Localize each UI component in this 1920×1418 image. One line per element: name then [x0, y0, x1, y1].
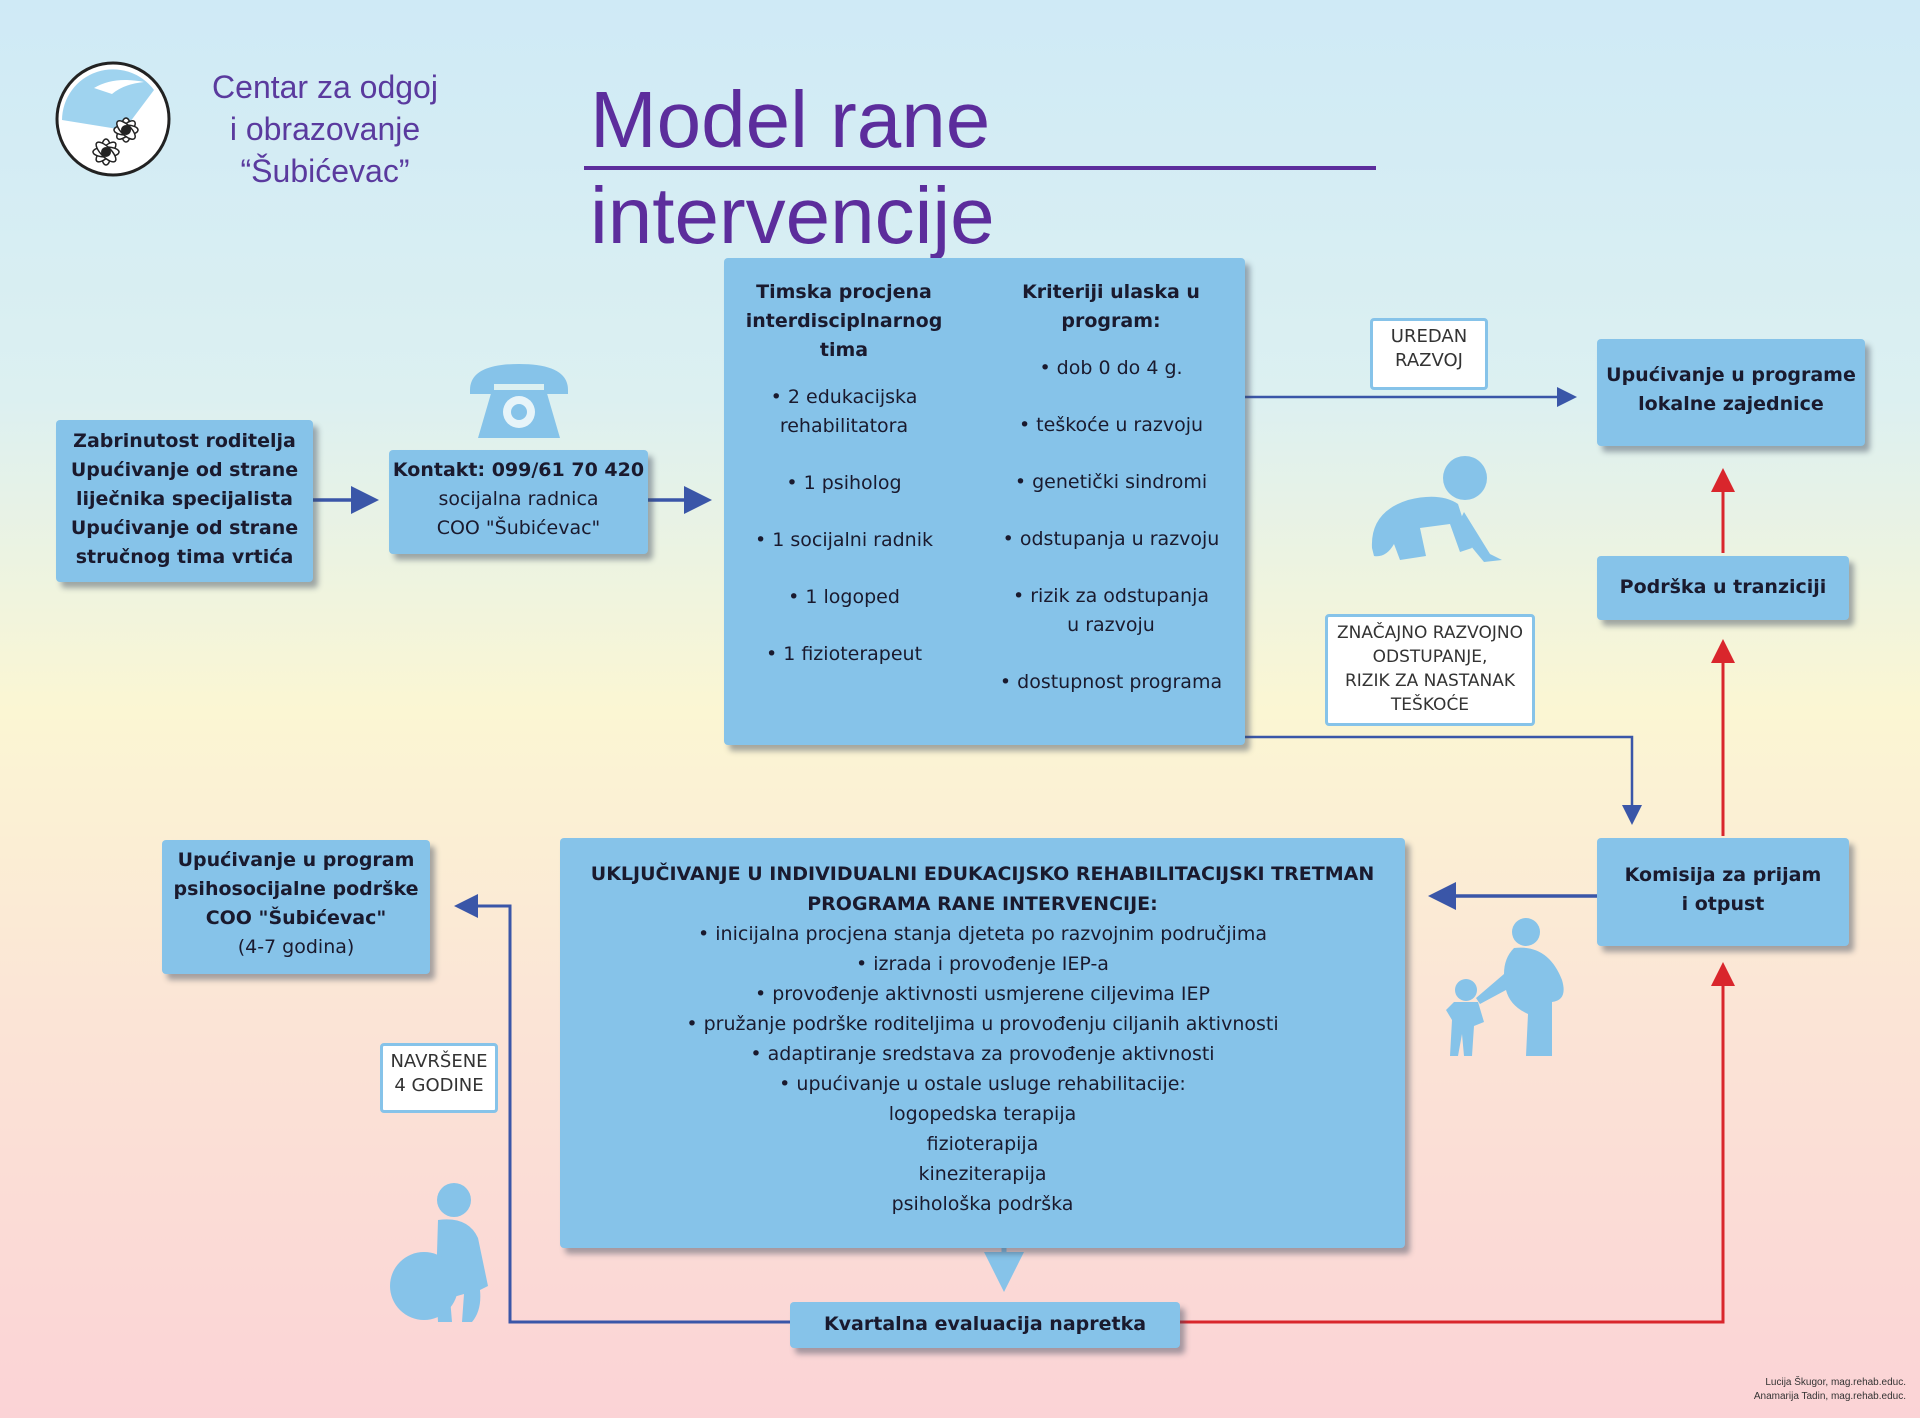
referral-line: Upućivanje od strane [70, 459, 299, 481]
treatment-item: psihološka podrška [891, 1193, 1074, 1215]
treatment-item: • izrada i provođenje IEP-a [856, 953, 1109, 975]
org-line-3: “Šubićevac” [240, 153, 410, 189]
credit-line: Anamarija Tadin, mag.rehab.educ. [1753, 1391, 1906, 1402]
evaluation-box: Kvartalna evaluacija napretka [790, 1302, 1180, 1348]
contact-org: COO "Šubićevac" [436, 517, 601, 539]
logo [54, 60, 172, 178]
team-heading-line: tima [819, 339, 869, 361]
label-line: NAVRŠENE [390, 1051, 488, 1072]
label-line: ODSTUPANJE, [1372, 647, 1488, 667]
team-heading-line: interdisciplnarnog [745, 310, 943, 332]
credit-line: Lucija Škugor, mag.rehab.educ. [1765, 1377, 1906, 1388]
label-line: TEŠKOĆE [1390, 695, 1470, 715]
criteria-item: u razvoju [1067, 614, 1155, 636]
team-heading-line: Timska procjena [756, 281, 932, 303]
team-item: • 2 edukacijska [770, 386, 918, 408]
criteria-item: • rizik za odstupanja [1012, 585, 1210, 607]
team-item: • 1 socijalni radnik [754, 529, 934, 551]
referral-line: Upućivanje od strane [70, 517, 299, 539]
referral-line: stručnog tima vrtića [75, 546, 294, 568]
label-line: 4 GODINE [394, 1075, 484, 1096]
arrow-evaluation-commission [1180, 962, 1735, 1324]
crawling-baby-icon [1360, 452, 1510, 570]
treatment-item: • inicijalna procjena stanja djeteta po … [698, 923, 1267, 945]
criteria-column: Kriteriji ulaska u program: • dob 0 do 4… [986, 278, 1236, 697]
commission-box: Komisija za prijam i otpust [1597, 838, 1849, 946]
title-underline [584, 166, 1376, 170]
team-item: rehabilitatora [779, 415, 909, 437]
arrow-team-commission [1245, 735, 1642, 825]
mother-child-icon [1440, 910, 1570, 1060]
contact-role: socijalna radnica [438, 488, 599, 510]
treatment-heading-line: PROGRAMA RANE INTERVENCIJE: [807, 893, 1158, 915]
treatment-item: • pružanje podrške roditeljima u provođe… [686, 1013, 1279, 1035]
page-title: Model rane intervencije [590, 75, 995, 260]
criteria-item: • teškoće u razvoju [1018, 414, 1204, 436]
treatment-item: • upućivanje u ostale usluge rehabilitac… [779, 1073, 1186, 1095]
telephone-icon [464, 360, 574, 440]
label-line: UREDAN [1390, 326, 1468, 347]
local-programs-line: Upućivanje u programe [1606, 364, 1856, 386]
criteria-item: • odstupanja u razvoju [1002, 528, 1220, 550]
commission-line: i otpust [1681, 893, 1765, 915]
team-item: • 1 fizioterapeut [765, 643, 923, 665]
criteria-item: • dostupnost programa [999, 671, 1223, 693]
daisy-logo-icon [55, 61, 171, 177]
child-ball-icon [388, 1182, 498, 1326]
org-line-2: i obrazovanje [229, 111, 421, 147]
local-programs-line: lokalne zajednice [1638, 393, 1824, 415]
criteria-item: • genetički sindromi [1014, 471, 1208, 493]
psychosocial-line: Upućivanje u program [177, 849, 415, 871]
referral-line: Zabrinutost roditelja [73, 430, 296, 452]
psychosocial-age: (4-7 godina) [237, 936, 355, 958]
local-programs-box: Upućivanje u programe lokalne zajednice [1597, 339, 1865, 446]
label-normal-development: UREDAN RAZVOJ [1370, 318, 1488, 390]
team-column: Timska procjena interdisciplnarnog tima … [724, 278, 964, 697]
psychosocial-box: Upućivanje u program psihosocijalne podr… [162, 840, 430, 974]
treatment-box: UKLJUČIVANJE U INDIVIDUALNI EDUKACIJSKO … [560, 838, 1405, 1248]
contact-box: Kontakt: 099/61 70 420 socijalna radnica… [389, 450, 648, 554]
referral-line: liječnika specijalista [76, 488, 293, 510]
org-line-1: Centar za odgoj [212, 69, 438, 105]
credits: Lucija Škugor, mag.rehab.educ. Anamarija… [1690, 1376, 1906, 1404]
org-name: Centar za odgoj i obrazovanje “Šubićevac… [190, 66, 460, 192]
team-item: • 1 logoped [788, 586, 900, 608]
arrow-evaluation-psychosocial [454, 894, 790, 1324]
treatment-heading-line: UKLJUČIVANJE U INDIVIDUALNI EDUKACIJSKO … [590, 863, 1375, 885]
label-significant-deviation: ZNAČAJNO RAZVOJNO ODSTUPANJE, RIZIK ZA N… [1325, 614, 1535, 726]
treatment-item: kineziterapija [918, 1163, 1047, 1185]
criteria-heading-line: Kriteriji ulaska u [1022, 281, 1200, 303]
label-completed-4-years: NAVRŠENE 4 GODINE [380, 1043, 498, 1113]
criteria-heading-line: program: [1061, 310, 1161, 332]
referral-box: Zabrinutost roditelja Upućivanje od stra… [56, 420, 313, 582]
evaluation-label: Kvartalna evaluacija napretka [823, 1313, 1147, 1335]
contact-phone: Kontakt: 099/61 70 420 [392, 459, 645, 481]
treatment-item: • adaptiranje sredstava za provođenje ak… [750, 1043, 1215, 1065]
treatment-item: fizioterapija [926, 1133, 1039, 1155]
criteria-item: • dob 0 do 4 g. [1039, 357, 1183, 379]
commission-line: Komisija za prijam [1624, 864, 1822, 886]
team-item: • 1 psiholog [786, 472, 902, 494]
team-criteria-box: Timska procjena interdisciplnarnog tima … [724, 258, 1245, 745]
treatment-item: logopedska terapija [888, 1103, 1077, 1125]
label-line: RIZIK ZA NASTANAK [1344, 671, 1516, 691]
label-line: ZNAČAJNO RAZVOJNO [1337, 623, 1523, 643]
transition-label: Podrška u tranziciji [1619, 576, 1827, 598]
psychosocial-line: COO "Šubićevac" [205, 907, 387, 929]
psychosocial-line: psihosocijalne podrške [173, 878, 419, 900]
criteria-heading: Kriteriji ulaska u program: [986, 278, 1236, 336]
treatment-item: • provođenje aktivnosti usmjerene ciljev… [755, 983, 1210, 1005]
label-line: RAZVOJ [1395, 350, 1463, 371]
team-heading: Timska procjena interdisciplnarnog tima [724, 278, 964, 365]
transition-box: Podrška u tranziciji [1597, 556, 1849, 620]
